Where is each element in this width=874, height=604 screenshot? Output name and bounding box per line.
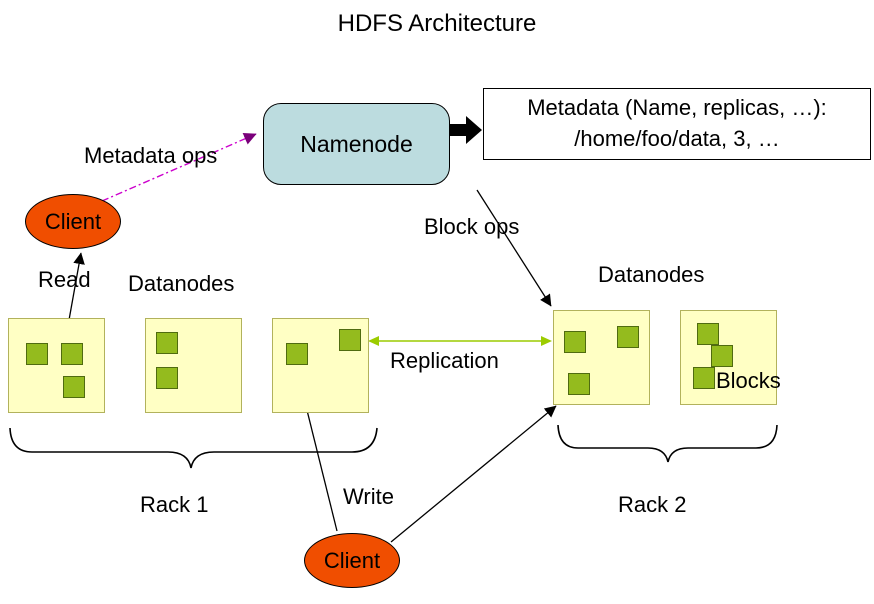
block-icon: [156, 367, 178, 389]
block-icon: [26, 343, 48, 365]
metadata-line2: /home/foo/data, 3, …: [574, 126, 780, 151]
datanode-square-3: [272, 318, 369, 413]
namenode-label: Namenode: [300, 130, 413, 157]
block-icon: [617, 326, 639, 348]
block-icon: [711, 345, 733, 367]
replication-arrow: [368, 336, 552, 346]
namenode-box: Namenode: [263, 103, 450, 185]
blocks-label: Blocks: [716, 368, 781, 393]
block-ops-arrow: [476, 189, 552, 307]
read-label: Read: [38, 267, 91, 292]
block-icon: [61, 343, 83, 365]
block-icon: [564, 331, 586, 353]
block-icon: [63, 376, 85, 398]
datanode-square-4: [553, 310, 650, 405]
metadata-ops-label: Metadata ops: [84, 143, 218, 168]
namenode-metadata-arrow: [450, 116, 482, 144]
block-ops-label: Block ops: [424, 214, 520, 239]
client-bottom-ellipse: Client: [304, 533, 400, 588]
block-icon: [568, 373, 590, 395]
client-top-label: Client: [44, 208, 102, 234]
rack2-label: Rack 2: [618, 492, 687, 517]
datanodes-right-label: Datanodes: [598, 262, 705, 287]
metadata-line1: Metadata (Name, replicas, …):: [527, 95, 827, 121]
write-arrow-right: [390, 405, 557, 543]
replication-label: Replication: [390, 348, 499, 373]
client-bottom-label: Client: [323, 547, 381, 573]
diagram-title: HDFS Architecture: [337, 10, 537, 37]
block-icon: [693, 367, 715, 389]
rack1-label: Rack 1: [140, 492, 209, 517]
datanode-square-1: [8, 318, 105, 413]
block-icon: [156, 332, 178, 354]
block-icon: [339, 329, 361, 351]
datanode-square-5: [680, 310, 777, 405]
metadata-box: Metadata (Name, replicas, …): /home/foo/…: [483, 88, 871, 160]
client-top-ellipse: Client: [25, 194, 121, 249]
rack1-brace: [9, 427, 378, 469]
rack2-brace: [557, 424, 778, 463]
datanode-square-2: [145, 318, 242, 413]
block-icon: [286, 343, 308, 365]
write-label: Write: [343, 484, 394, 509]
datanodes-left-label: Datanodes: [128, 271, 235, 296]
block-icon: [697, 323, 719, 345]
